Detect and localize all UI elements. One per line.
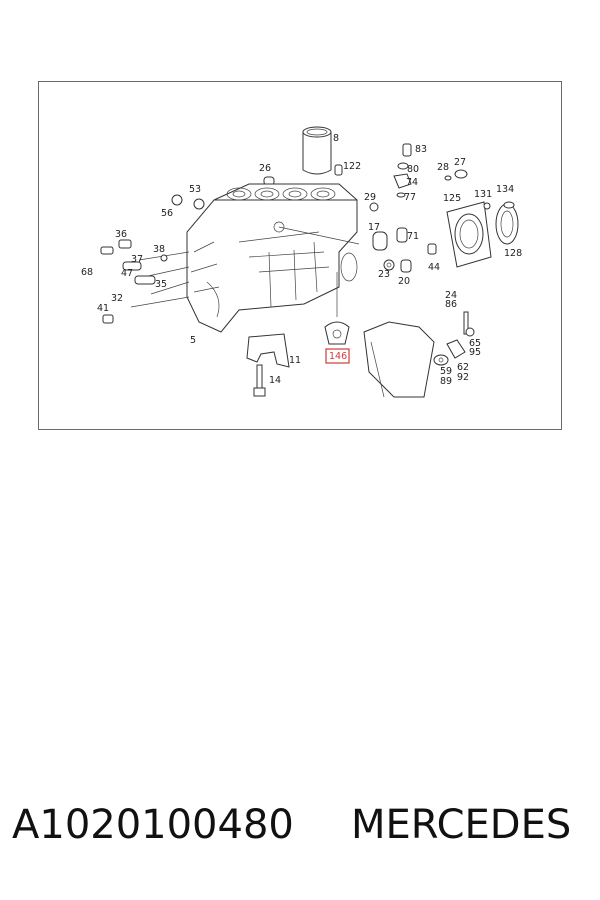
callout-71: 71	[407, 231, 419, 242]
callout-122: 122	[343, 161, 361, 172]
part-number: A1020100480	[12, 802, 294, 848]
engine-block-part	[186, 183, 358, 333]
callout-32: 32	[111, 293, 123, 304]
callout-131: 131	[474, 189, 492, 200]
callout-65: 65	[469, 338, 481, 349]
highlight-box-146	[325, 348, 350, 364]
bracket-and-bolt-parts	[246, 333, 290, 397]
mid-right-fittings	[372, 227, 412, 273]
callout-28: 28	[437, 162, 449, 173]
rear-seal-housing-part	[427, 201, 519, 268]
callout-11: 11	[289, 355, 301, 366]
callout-80: 80	[407, 164, 419, 175]
callout-20: 20	[398, 276, 410, 287]
callout-23: 23	[378, 269, 390, 280]
callout-56: 56	[161, 208, 173, 219]
callout-53: 53	[189, 184, 201, 195]
caption-bar: A1020100480 MERCEDES	[0, 802, 600, 862]
callout-35: 35	[155, 279, 167, 290]
upper-right-fittings	[369, 143, 468, 212]
left-fittings	[100, 194, 205, 324]
callout-29: 29	[364, 192, 376, 203]
cylinder-liner-part	[302, 126, 332, 175]
callout-37: 37	[131, 254, 143, 265]
lower-right-cover-parts	[363, 311, 475, 398]
callout-8: 8	[333, 133, 339, 144]
callout-47: 47	[121, 268, 133, 279]
callout-5: 5	[190, 335, 196, 346]
callout-62: 62	[457, 362, 469, 373]
leader-lines	[130, 226, 360, 317]
callout-68: 68	[81, 267, 93, 278]
callout-83: 83	[415, 144, 427, 155]
callout-labels: 8 122 83 80 74 77 28 27 26 53 56 29 125 131 134 17 71 36 3…	[81, 133, 522, 387]
callout-27: 27	[454, 157, 466, 168]
callout-77: 77	[404, 192, 416, 203]
callout-38: 38	[153, 244, 165, 255]
callout-86: 86	[445, 299, 457, 310]
sleeve-part	[334, 164, 343, 176]
callout-59: 59	[440, 366, 452, 377]
callout-128: 128	[504, 248, 522, 259]
callout-44: 44	[428, 262, 440, 273]
callout-24: 24	[445, 290, 457, 301]
callout-125: 125	[443, 193, 461, 204]
callout-14: 14	[269, 375, 281, 386]
callout-41: 41	[97, 303, 109, 314]
callout-26: 26	[259, 163, 271, 174]
callout-134: 134	[496, 184, 514, 195]
engine-block-exploded-diagram: 8 122 83 80 74 77 28 27 26 53 56 29 125 131 134 17 71 36 3…	[81, 126, 522, 398]
callout-95: 95	[469, 347, 481, 358]
diagram-frame: 8 122 83 80 74 77 28 27 26 53 56 29 125 131 134 17 71 36 3…	[38, 81, 562, 430]
part-146-cover	[324, 321, 350, 345]
callout-36: 36	[115, 229, 127, 240]
callout-92: 92	[457, 372, 469, 383]
brand-name: MERCEDES	[351, 802, 572, 848]
callout-17: 17	[368, 222, 380, 233]
callout-74: 74	[406, 177, 418, 188]
callout-89: 89	[440, 376, 452, 387]
callout-146: 146	[329, 351, 347, 362]
